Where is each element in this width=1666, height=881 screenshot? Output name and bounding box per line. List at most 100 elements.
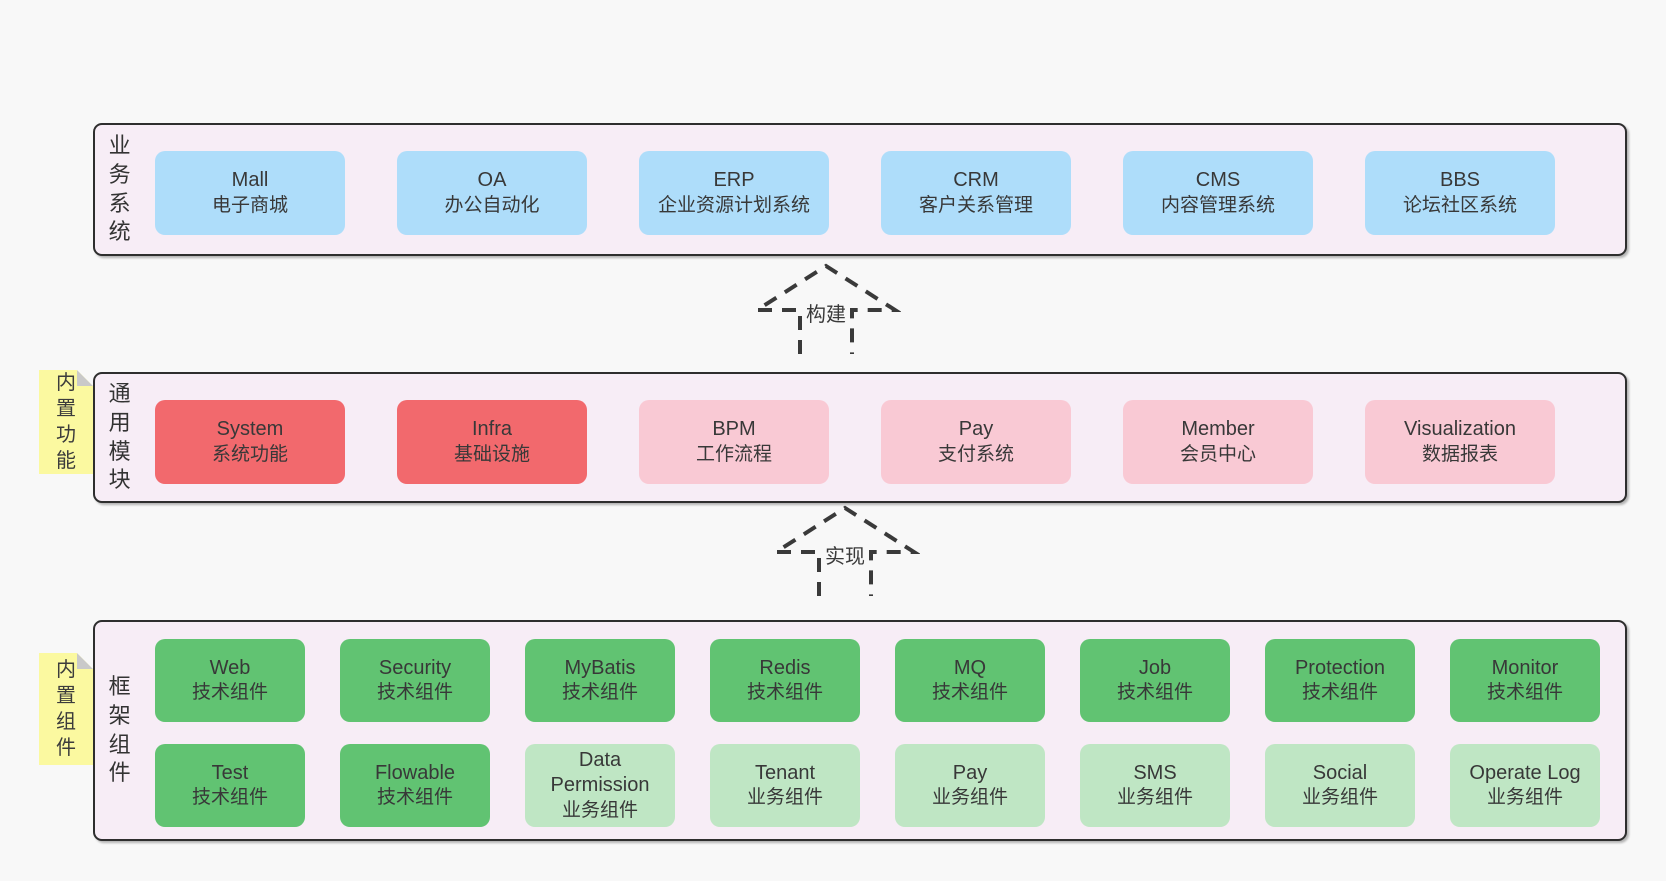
- band-label-text: 框架组件: [108, 674, 131, 786]
- box-operate-log: Operate Log 业务组件: [1450, 744, 1600, 827]
- box-subtitle: 业务组件: [746, 787, 823, 809]
- arrow-label: 实现: [822, 540, 868, 569]
- band-label-business-systems: 业务系统: [107, 125, 132, 254]
- arrow-up-icon: [770, 505, 920, 596]
- box-subtitle: 基础设施: [453, 443, 530, 465]
- box-title: Redis: [759, 656, 811, 679]
- box-title: Monitor: [1491, 656, 1559, 679]
- sticky-folded-corner-icon: [77, 653, 93, 669]
- box-title: Data Permission: [550, 748, 650, 797]
- box-subtitle: 技术组件: [1116, 682, 1193, 704]
- sticky-note-framework-components: 内置组件: [39, 653, 93, 765]
- sticky-label: 内置功能: [56, 372, 76, 472]
- arrow-label: 构建: [803, 298, 849, 327]
- box-mq: MQ 技术组件: [895, 639, 1045, 722]
- box-title: Pay: [958, 418, 994, 441]
- box-subtitle: 会员中心: [1179, 443, 1256, 465]
- box-subtitle: 技术组件: [191, 787, 268, 809]
- box-title: Tenant: [754, 761, 816, 784]
- box-title: CRM: [953, 169, 999, 192]
- box-subtitle: 业务组件: [931, 787, 1008, 809]
- box-title: Visualization: [1404, 418, 1516, 441]
- box-title: Protection: [1294, 656, 1386, 679]
- band-label-text: 业务系统: [108, 133, 131, 245]
- box-title: Flowable: [374, 761, 456, 784]
- box-social: Social 业务组件: [1265, 744, 1415, 827]
- band-label-framework-components: 框架组件: [107, 622, 132, 839]
- box-sms: SMS 业务组件: [1080, 744, 1230, 827]
- sticky-note-common-modules: 内置功能: [39, 370, 93, 474]
- box-subtitle: 技术组件: [931, 682, 1008, 704]
- band-label-text: 通用模块: [108, 381, 131, 493]
- box-flowable: Flowable 技术组件: [340, 744, 490, 827]
- box-title: Operate Log: [1469, 761, 1581, 784]
- box-title: BBS: [1439, 169, 1481, 192]
- box-test: Test 技术组件: [155, 744, 305, 827]
- box-title: Infra: [471, 418, 513, 441]
- sticky-label: 内置组件: [56, 659, 76, 759]
- box-subtitle: 技术组件: [376, 787, 453, 809]
- box-title: Social: [1312, 761, 1368, 784]
- box-subtitle: 工作流程: [695, 443, 772, 465]
- arrow-up-1: 构建: [751, 262, 901, 354]
- box-title: CMS: [1195, 169, 1241, 192]
- box-redis: Redis 技术组件: [710, 639, 860, 722]
- box-title: ERP: [713, 169, 755, 192]
- box-subtitle: 支付系统: [937, 443, 1014, 465]
- arrow-up-2: 实现: [770, 504, 920, 596]
- box-title: System: [216, 418, 284, 441]
- box-tenant: Tenant 业务组件: [710, 744, 860, 827]
- box-title: Job: [1138, 656, 1172, 679]
- box-subtitle: 企业资源计划系统: [657, 194, 810, 216]
- box-subtitle: 系统功能: [211, 443, 288, 465]
- box-subtitle: 电子商城: [211, 194, 288, 216]
- box-subtitle: 业务组件: [561, 799, 638, 821]
- box-title: BPM: [712, 418, 756, 441]
- sticky-folded-corner-icon: [77, 370, 93, 386]
- box-monitor: Monitor 技术组件: [1450, 639, 1600, 722]
- box-subtitle: 技术组件: [1486, 682, 1563, 704]
- box-subtitle: 技术组件: [1301, 682, 1378, 704]
- box-title: Pay: [952, 761, 988, 784]
- box-protection: Protection 技术组件: [1265, 639, 1415, 722]
- box-subtitle: 业务组件: [1116, 787, 1193, 809]
- box-subtitle: 技术组件: [746, 682, 823, 704]
- box-subtitle: 业务组件: [1486, 787, 1563, 809]
- box-subtitle: 技术组件: [561, 682, 638, 704]
- box-title: Member: [1181, 418, 1255, 441]
- box-title: Web: [209, 656, 251, 679]
- box-pay: Pay 业务组件: [895, 744, 1045, 827]
- arrow-up-icon: [751, 263, 901, 354]
- box-title: Mall: [231, 169, 269, 192]
- box-title: Security: [378, 656, 452, 679]
- box-subtitle: 业务组件: [1301, 787, 1378, 809]
- box-title: OA: [477, 169, 507, 192]
- box-subtitle: 技术组件: [376, 682, 453, 704]
- box-title: SMS: [1133, 761, 1177, 784]
- box-security: Security 技术组件: [340, 639, 490, 722]
- box-subtitle: 办公自动化: [444, 194, 540, 216]
- box-title: MQ: [953, 656, 987, 679]
- box-title: Test: [211, 761, 249, 784]
- band-label-common-modules: 通用模块: [107, 374, 132, 501]
- box-subtitle: 内容管理系统: [1160, 194, 1275, 216]
- box-job: Job 技术组件: [1080, 639, 1230, 722]
